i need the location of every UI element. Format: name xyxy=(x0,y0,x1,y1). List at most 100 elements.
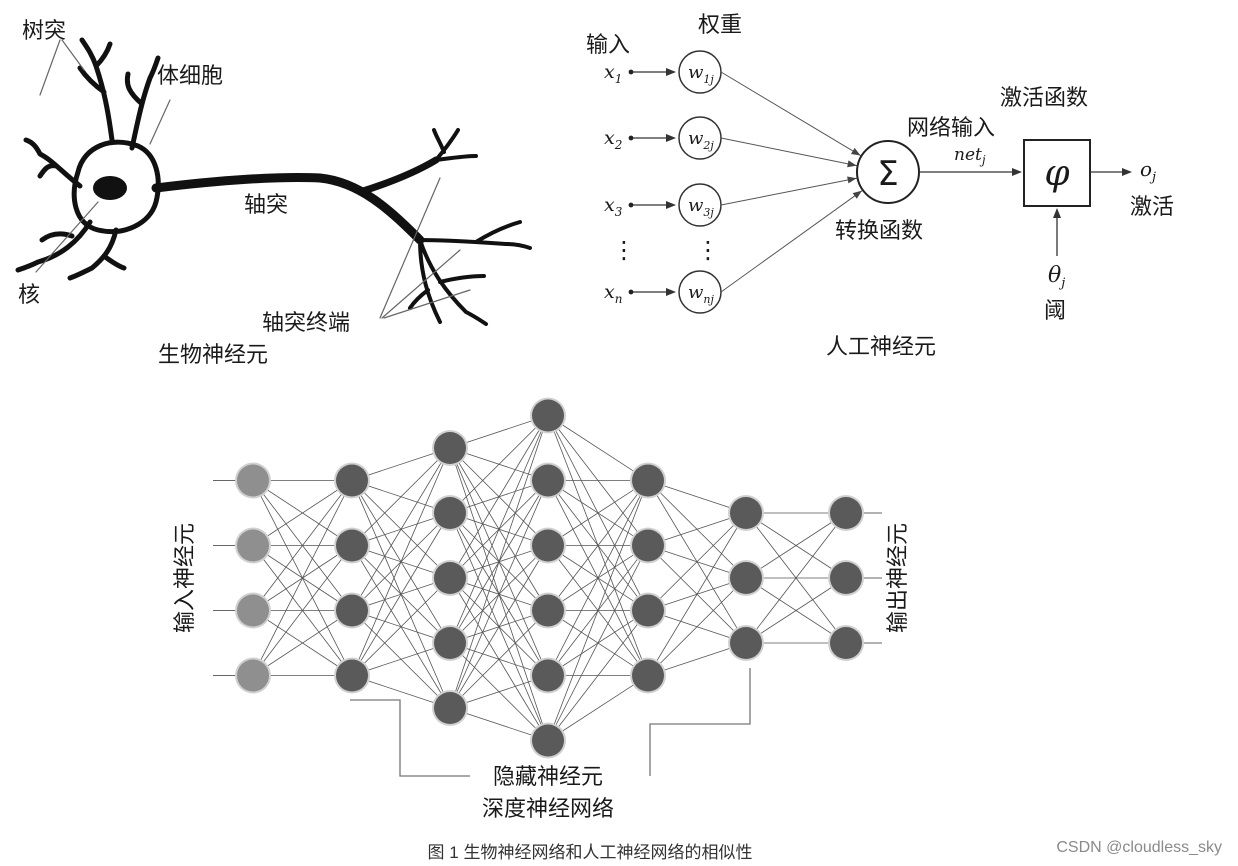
node-6-1 xyxy=(830,562,862,594)
edge-2-4-1 xyxy=(449,480,549,709)
label-output-neurons: 输出神经元 xyxy=(886,523,911,633)
network-nodes xyxy=(235,397,864,759)
node-3-0 xyxy=(532,399,564,432)
input-var-1: x2 xyxy=(604,127,622,152)
input-var-0: x1 xyxy=(604,61,622,86)
node-4-3 xyxy=(632,659,664,692)
label-weight: 权重 xyxy=(698,13,742,38)
label-net-input: 网络输入 xyxy=(907,116,995,141)
edge-0-3-1 xyxy=(252,545,353,676)
label-deep-network: 深度神经网络 xyxy=(482,797,614,822)
edge-2-4-0 xyxy=(449,415,549,709)
node-2-4 xyxy=(434,692,466,724)
node-3-2 xyxy=(532,529,564,562)
weight-to-sum-0 xyxy=(720,71,861,156)
edge-0-2-0 xyxy=(252,480,353,611)
weight-to-sum-2 xyxy=(720,177,857,206)
edge-4-2-0 xyxy=(647,512,747,611)
axon-shape xyxy=(151,172,425,245)
weight-arrowhead-0 xyxy=(851,147,861,156)
node-3-4 xyxy=(532,659,564,692)
label-axon: 轴突 xyxy=(244,193,288,218)
input-dot-0 xyxy=(628,69,634,75)
node-2-2 xyxy=(434,562,466,594)
ellipsis-weights: ⋮ xyxy=(696,236,720,264)
weight-arrowhead-3 xyxy=(852,190,863,199)
edge-2-1-0 xyxy=(449,415,549,514)
input-dot-1 xyxy=(628,135,634,141)
edge-1-3-0 xyxy=(351,447,451,676)
input-arrowhead-3 xyxy=(666,288,676,296)
edge-2-4-2 xyxy=(449,545,549,709)
phi-symbol: φ xyxy=(1044,153,1070,194)
label-activation: 激活 xyxy=(1130,195,1174,220)
edge-2-2-0 xyxy=(449,415,549,579)
watermark: CSDN @cloudless_sky xyxy=(1056,839,1222,856)
edge-1-1-0 xyxy=(351,447,451,546)
bio-pointer-lines xyxy=(35,39,471,319)
weight-var-0: w1j xyxy=(688,62,714,86)
node-0-3 xyxy=(237,659,269,692)
label-dendrite: 树突 xyxy=(22,19,66,44)
node-5-0 xyxy=(730,497,762,529)
weight-var-3: wnj xyxy=(688,282,715,306)
input-arrowhead-2 xyxy=(666,201,676,209)
node-0-1 xyxy=(237,529,269,562)
edge-1-2-0 xyxy=(351,447,451,611)
theta-var: θj xyxy=(1048,263,1065,291)
output-arrowhead xyxy=(1122,168,1132,176)
threshold-arrowhead xyxy=(1053,208,1061,218)
weight-arrowhead-1 xyxy=(847,160,857,168)
weight-to-sum-1 xyxy=(720,137,857,167)
label-soma: 体细胞 xyxy=(157,64,223,89)
input-var-3: xn xyxy=(604,281,622,306)
edge-5-1-0 xyxy=(745,512,847,579)
node-5-1 xyxy=(730,562,762,594)
node-4-2 xyxy=(632,594,664,627)
node-3-3 xyxy=(532,594,564,627)
edge-2-3-0 xyxy=(449,415,549,644)
figure-caption: 图 1 生物神经网络和人工神经网络的相似性 xyxy=(428,843,753,862)
sum-symbol: Σ xyxy=(877,154,898,194)
weight-arrowhead-2 xyxy=(847,176,857,184)
axon-branch-upper xyxy=(356,156,440,196)
net-input-arrowhead xyxy=(1012,168,1022,176)
edge-3-5-3 xyxy=(547,675,649,741)
node-6-0 xyxy=(830,497,862,529)
label-input-neurons: 输入神经元 xyxy=(173,523,198,633)
biological-neuron xyxy=(15,37,532,326)
input-dot-3 xyxy=(628,289,634,295)
weight-var-2: w3j xyxy=(688,195,714,219)
edge-4-3-1 xyxy=(647,577,747,676)
label-artificial-neuron-title: 人工神经元 xyxy=(826,335,936,360)
node-0-0 xyxy=(237,464,269,497)
input-var-2: x3 xyxy=(604,194,623,219)
edge-3-5-1 xyxy=(547,545,649,741)
node-1-0 xyxy=(336,464,368,497)
edge-3-5-2 xyxy=(547,610,649,741)
dendrite-branches xyxy=(15,37,161,281)
activation-box xyxy=(1023,139,1091,207)
edge-0-1-0 xyxy=(252,480,353,546)
edge-3-5-0 xyxy=(547,480,649,741)
input-arrowhead-0 xyxy=(666,68,676,76)
nucleus-shape xyxy=(93,176,127,200)
node-4-0 xyxy=(632,464,664,497)
edge-0-3-2 xyxy=(252,610,353,676)
label-hidden-neurons: 隐藏神经元 xyxy=(493,765,603,790)
node-3-1 xyxy=(532,464,564,497)
node-1-3 xyxy=(336,659,368,692)
edge-5-2-1 xyxy=(745,577,847,644)
hidden-brackets xyxy=(350,668,751,777)
weight-to-sum-3 xyxy=(720,190,863,293)
edge-1-3-1 xyxy=(351,512,451,676)
node-2-3 xyxy=(434,627,466,659)
node-1-1 xyxy=(336,529,368,562)
label-transfer-function: 转换函数 xyxy=(835,219,923,244)
node-1-2 xyxy=(336,594,368,627)
node-2-1 xyxy=(434,497,466,529)
edge-5-2-0 xyxy=(745,512,847,644)
